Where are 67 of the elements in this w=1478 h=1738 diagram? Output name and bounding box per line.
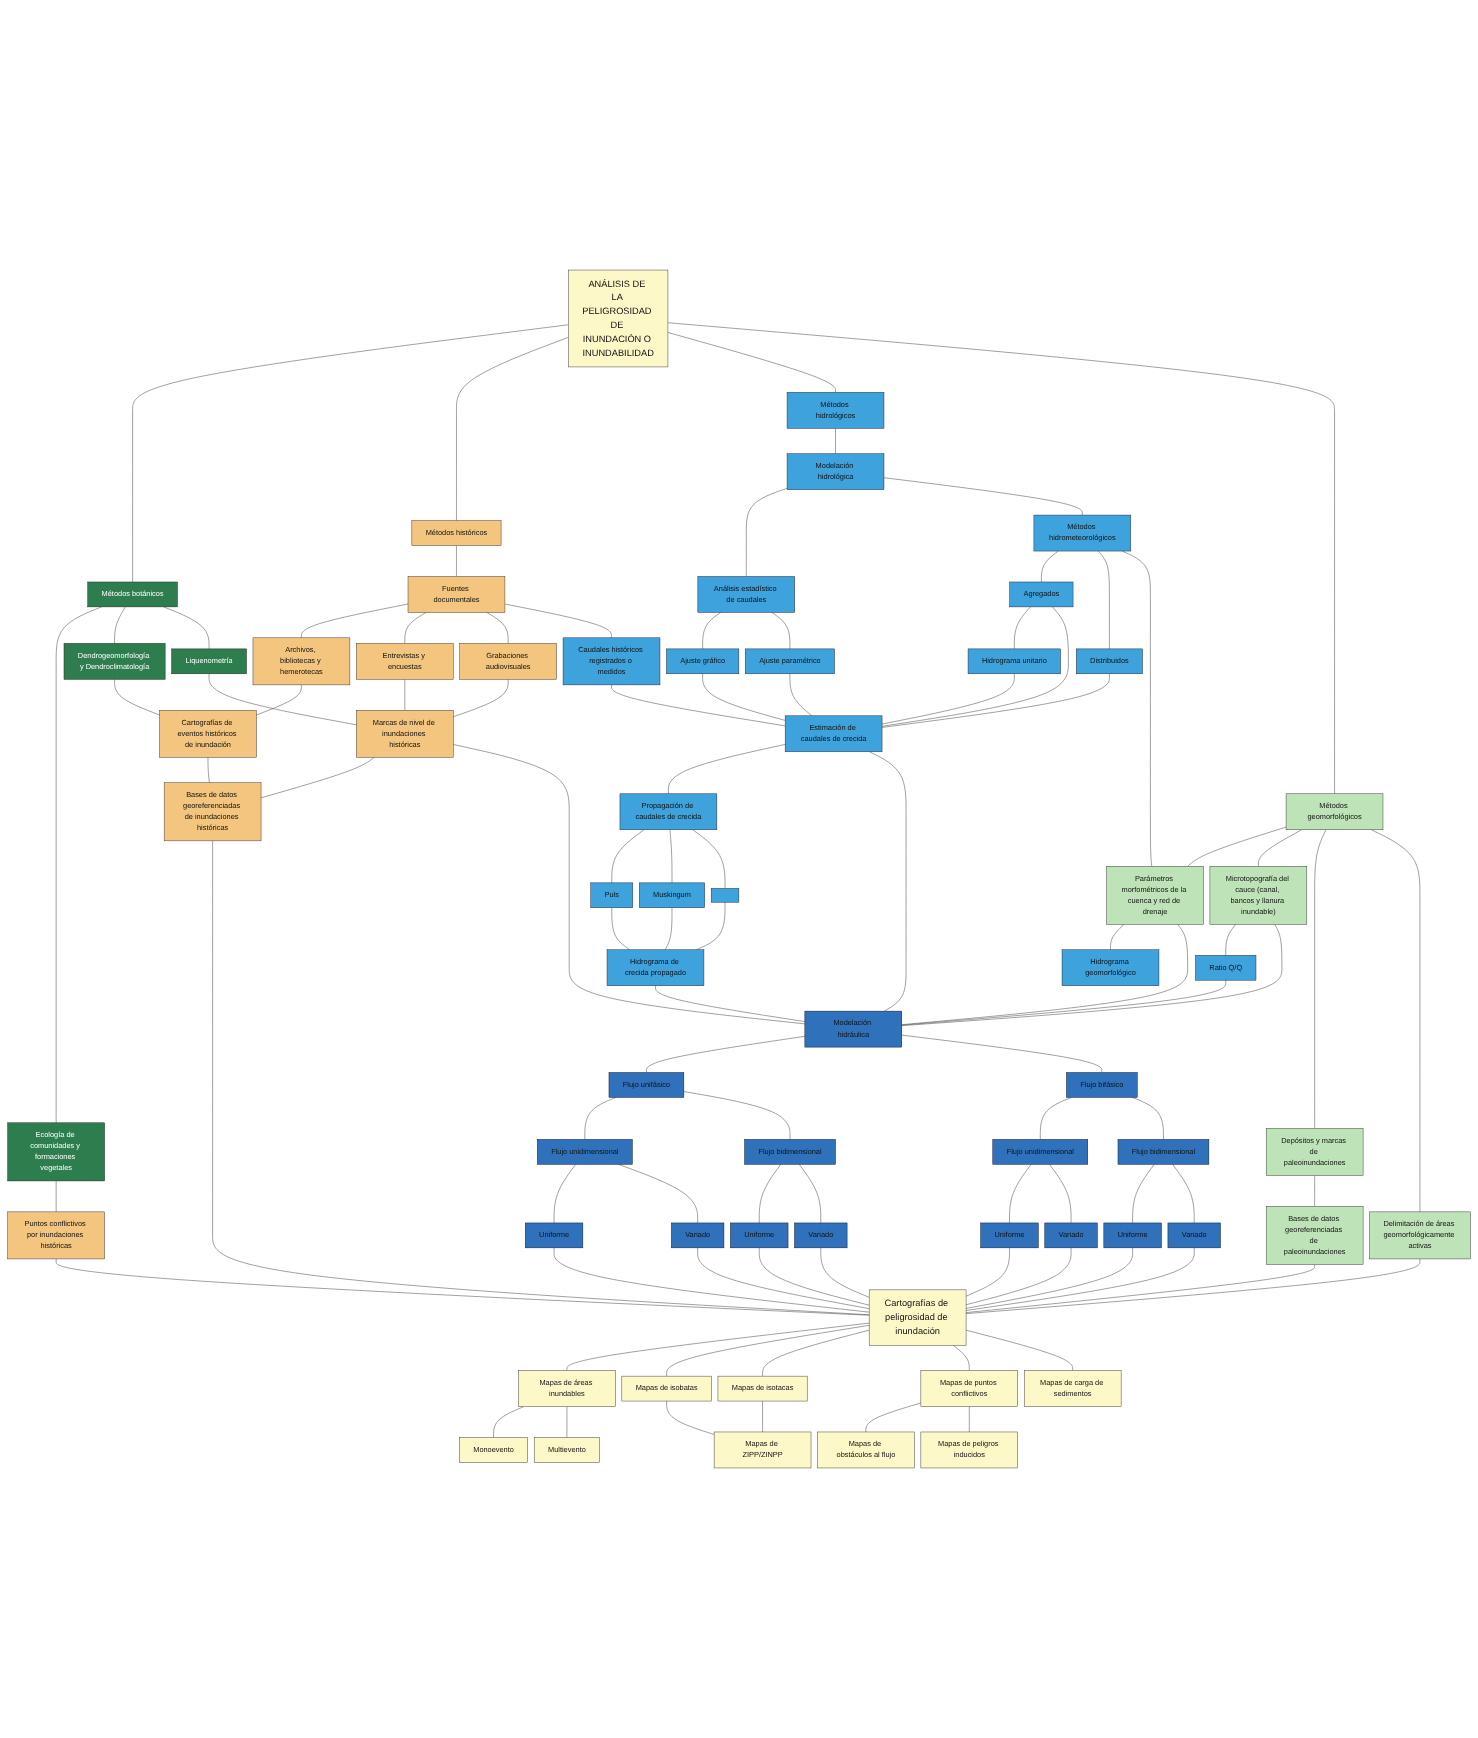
connector — [696, 902, 726, 950]
connector — [901, 924, 1188, 1025]
connector — [618, 1164, 698, 1224]
connector — [1187, 826, 1287, 867]
connector — [759, 1164, 782, 1224]
connector — [114, 606, 126, 644]
connector — [208, 673, 357, 726]
connector — [965, 1258, 1421, 1314]
connector — [789, 673, 813, 717]
node-box — [710, 888, 740, 903]
connector — [163, 606, 210, 650]
connector — [1041, 550, 1059, 583]
connector — [55, 1258, 870, 1316]
connector — [798, 1164, 822, 1224]
connector — [1098, 550, 1110, 650]
connector — [869, 751, 907, 1012]
connector — [820, 1247, 870, 1298]
connector — [1110, 924, 1125, 950]
connector — [456, 337, 569, 521]
connector — [1040, 1097, 1072, 1140]
connector — [655, 985, 806, 1022]
connector — [1132, 1164, 1155, 1224]
connector — [260, 757, 375, 799]
connector — [771, 612, 791, 650]
connector — [901, 924, 1283, 1026]
connector — [1122, 550, 1152, 867]
connector — [404, 612, 427, 644]
connector — [901, 980, 1226, 1026]
connector — [965, 1264, 1315, 1313]
connector — [1225, 924, 1236, 956]
connector — [697, 1247, 870, 1309]
connector — [668, 744, 786, 794]
connector — [762, 1400, 763, 1433]
connector — [965, 1247, 1133, 1309]
connector — [1132, 1097, 1164, 1140]
connector — [55, 606, 102, 1124]
connector — [553, 1164, 576, 1224]
connector — [611, 907, 631, 950]
connector — [965, 1247, 1072, 1305]
connector — [965, 1247, 1195, 1311]
connector — [453, 744, 806, 1025]
connector — [486, 612, 509, 644]
connector — [504, 603, 612, 639]
connector — [683, 1091, 791, 1140]
connector — [702, 612, 721, 650]
connector — [256, 684, 302, 716]
connector — [114, 679, 160, 716]
connector — [207, 757, 210, 783]
connector — [212, 840, 870, 1315]
connector — [132, 324, 569, 583]
connector — [952, 1345, 970, 1371]
connector — [453, 679, 509, 718]
connector — [835, 428, 836, 454]
connector — [301, 603, 409, 639]
connector — [646, 1036, 806, 1073]
connector — [965, 1247, 1010, 1297]
connector — [1009, 1164, 1032, 1224]
connector — [664, 907, 673, 950]
connector — [1049, 1164, 1072, 1224]
connector — [1172, 1164, 1195, 1224]
connector — [584, 1097, 617, 1140]
connector — [759, 1247, 870, 1306]
connector — [553, 1247, 870, 1313]
connector — [667, 322, 1335, 794]
connector — [55, 1180, 57, 1213]
connector — [901, 1034, 1103, 1073]
connector — [1314, 1175, 1315, 1207]
